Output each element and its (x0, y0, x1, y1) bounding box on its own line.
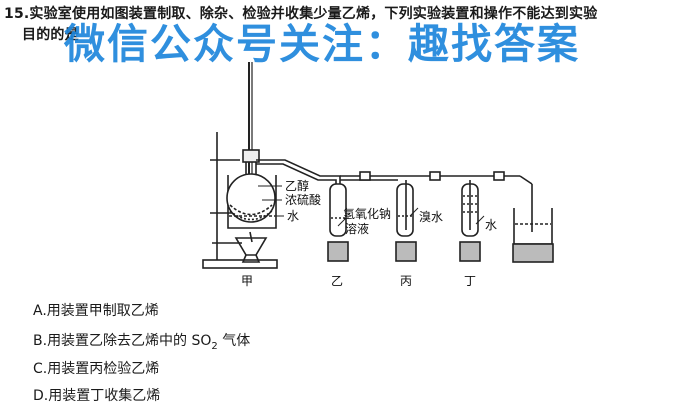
unit-label-bing: 丙 (400, 274, 412, 288)
unit-label-jia: 甲 (241, 274, 253, 288)
unit-label-ding: 丁 (464, 274, 476, 288)
question-stem-line2: 目的的是 (22, 27, 79, 43)
test-tube-bing (396, 183, 414, 237)
label-ethanol: 乙醇 (285, 178, 309, 193)
option-b-letter: B. (33, 333, 48, 349)
stand-base (202, 259, 278, 269)
option-c-text: 用装置丙检验乙烯 (47, 361, 160, 377)
option-a-letter: A. (33, 303, 47, 319)
option-d-text: 用装置丁收集乙烯 (48, 388, 161, 404)
label-naoh-line1: 氢氧化钠 (343, 206, 391, 221)
label-conc-h2so4: 浓硫酸 (285, 192, 321, 207)
stand-bing (395, 241, 417, 262)
watermark-text: 微信公众号关注：趣找答案 (64, 20, 580, 68)
option-b[interactable]: B.用装置乙除去乙烯中的 SO2 气体 (33, 330, 250, 352)
option-a[interactable]: A.用装置甲制取乙烯 (33, 300, 159, 320)
option-b-text-before: 用装置乙除去乙烯中的 SO (47, 333, 212, 349)
option-b-text-after: 气体 (217, 333, 251, 349)
label-bromine-water: 溴水 (419, 210, 443, 224)
final-beaker (513, 208, 553, 245)
label-water-ding: 水 (485, 218, 497, 232)
question-stem-line1: 15.实验室使用如图装置制取、除杂、检验并收集少量乙烯，下列实验装置和操作不能达… (4, 6, 598, 22)
stand-ding (459, 241, 481, 262)
label-naoh-line2: 溶液 (345, 221, 369, 236)
label-water-bath: 水 (287, 209, 299, 223)
unit-label-yi: 乙 (331, 274, 343, 288)
stand-final (512, 243, 554, 263)
option-a-text: 用装置甲制取乙烯 (46, 303, 159, 319)
flask-stopper (242, 149, 260, 163)
option-b-subscript: 2 (211, 340, 218, 352)
option-c-letter: C. (33, 361, 48, 377)
option-c[interactable]: C.用装置丙检验乙烯 (33, 358, 159, 378)
stand-yi (327, 241, 349, 262)
test-tube-yi (329, 183, 347, 237)
option-d-letter: D. (33, 388, 49, 404)
option-d[interactable]: D.用装置丁收集乙烯 (33, 385, 160, 405)
